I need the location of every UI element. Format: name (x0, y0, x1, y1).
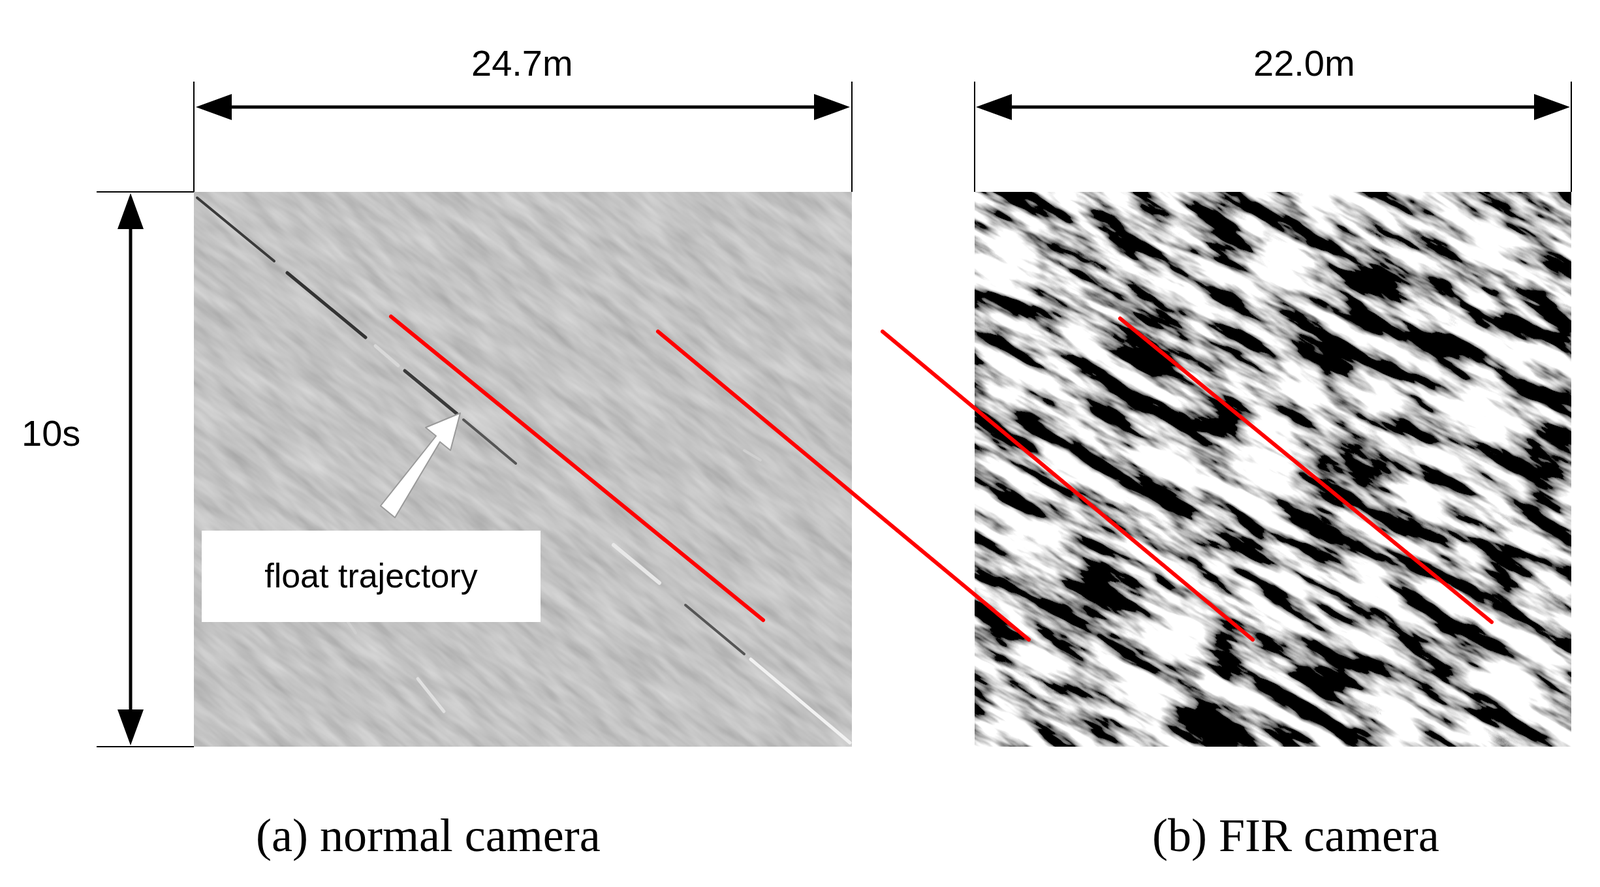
red-guide-lines (391, 316, 1492, 640)
callout-box: float trajectory (201, 530, 541, 623)
time-dimension-label: 10s (21, 412, 81, 455)
callout-arrow (380, 413, 461, 518)
extension-lines (96, 81, 1572, 747)
subfigure-caption: (b) FIR camera (1152, 808, 1440, 863)
subfigure-caption: (a) normal camera (255, 808, 601, 863)
dimension-label: 24.7m (471, 42, 574, 85)
fir-camera-image (974, 191, 1572, 747)
dimension-arrows (117, 94, 1570, 746)
normal-camera-image (193, 191, 852, 747)
callout-text: float trajectory (264, 556, 478, 597)
dimension-label: 22.0m (1253, 42, 1356, 85)
